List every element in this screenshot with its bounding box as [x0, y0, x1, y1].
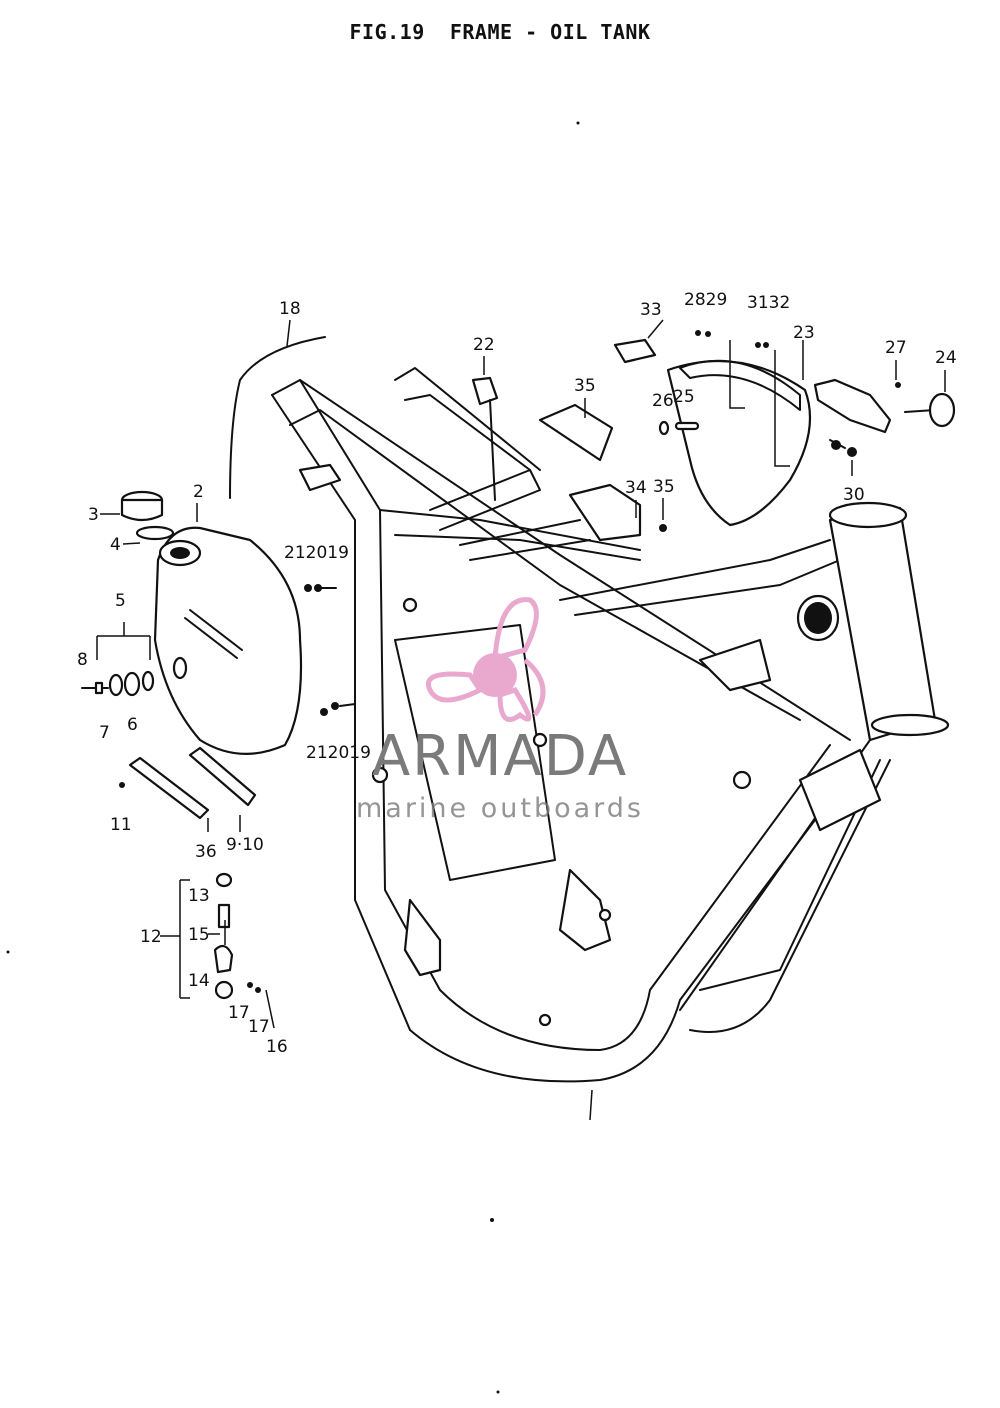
part-label-34: 34: [625, 478, 647, 498]
part-label-33: 33: [640, 300, 662, 320]
oil-tank-cap: [120, 490, 175, 541]
part-label-28-29: 2829: [684, 290, 727, 310]
part-label-27: 27: [885, 338, 907, 358]
rear-fender: [666, 340, 812, 527]
part-label-13: 13: [188, 886, 210, 906]
part-label-26: 26: [652, 391, 674, 411]
part-label-23: 23: [793, 323, 815, 343]
part-label-12: 12: [140, 927, 162, 947]
page-title: FIG.19 FRAME - OIL TANK: [349, 20, 651, 44]
battery-holder: [538, 338, 667, 542]
part-label-6: 6: [127, 715, 138, 735]
oil-tank: [153, 526, 303, 755]
hose-and-strip: [119, 746, 257, 832]
part-label-36: 36: [195, 842, 217, 862]
tank-bolts: [304, 584, 356, 716]
footrest-knob: [895, 382, 956, 428]
part-label-18: 18: [279, 299, 301, 319]
part-label-31-32: 3132: [747, 293, 790, 313]
oil-cock-assembly: [179, 872, 275, 1029]
part-label-2: 2: [193, 482, 204, 502]
part-label-14: 14: [188, 971, 210, 991]
frame-drawing: [271, 367, 950, 1121]
part-label-3: 3: [88, 505, 99, 525]
part-label-35-upper: 35: [574, 376, 596, 396]
part-label-24: 24: [935, 348, 957, 368]
part-label-30: 30: [843, 485, 865, 505]
part-label-17b: 17: [248, 1017, 270, 1037]
part-label-17a: 17: [228, 1003, 250, 1023]
part-label-8: 8: [77, 650, 88, 670]
breather-pipe: [229, 336, 326, 499]
part-label-15: 15: [188, 925, 210, 945]
part-label-7: 7: [99, 723, 110, 743]
part-label-11: 11: [110, 815, 132, 835]
part-label-21-20-19-lower: 212019: [306, 743, 371, 763]
part-label-16: 16: [266, 1037, 288, 1057]
part-label-9-10: 9·10: [226, 835, 264, 855]
part-label-25: 25: [673, 387, 695, 407]
part-label-21-20-19-upper: 212019: [284, 543, 349, 563]
part-label-22: 22: [473, 335, 495, 355]
footrest-bracket: [813, 378, 892, 457]
part-label-35-lower: 35: [653, 477, 675, 497]
part-label-5: 5: [115, 591, 126, 611]
part-label-4: 4: [110, 535, 121, 555]
grommets: [81, 670, 155, 697]
small-hardware: [658, 330, 769, 436]
